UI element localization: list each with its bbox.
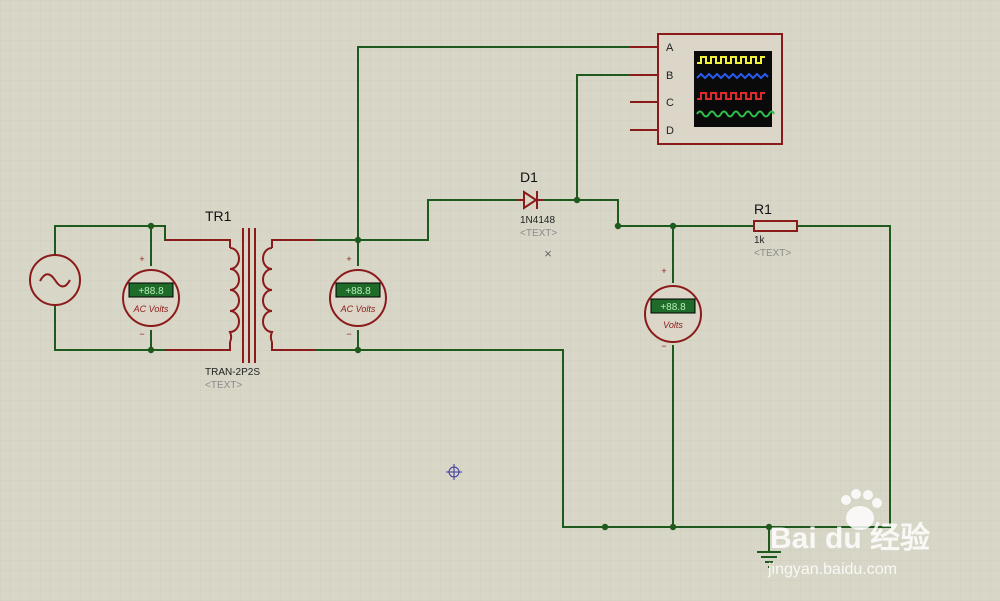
resistor-ref: R1 (754, 201, 772, 217)
scope-channel-a-label: A (666, 42, 674, 54)
watermark-brand: Bai du 经验 (770, 521, 930, 555)
resistor-text-placeholder: <TEXT> (754, 248, 791, 259)
watermark: Bai du 经验 jingyan.baidu.com (767, 489, 930, 578)
ground-icon (757, 551, 781, 568)
scope-channel-d-label: D (666, 125, 674, 137)
trace-d (696, 110, 775, 118)
trace-c (697, 92, 765, 100)
junctions (147, 196, 773, 531)
ac-source-icon[interactable] (29, 254, 81, 306)
meter-minus: − (139, 329, 144, 339)
scope-channel-b-label: B (666, 70, 673, 82)
oscilloscope[interactable]: A B C D (630, 33, 783, 145)
meter-plus: + (139, 254, 144, 264)
meter-minus: − (346, 329, 351, 339)
diode-model: 1N4148 (520, 215, 555, 226)
meter-minus: − (661, 341, 666, 351)
watermark-url: jingyan.baidu.com (767, 561, 897, 578)
scope-channel-c-label: C (666, 97, 674, 109)
diode-text-placeholder: <TEXT> (520, 228, 557, 239)
origin-crosshair-icon (446, 464, 462, 480)
wire-secondary-top (315, 199, 520, 241)
voltmeter-1[interactable]: +88.8 AC Volts + − (122, 254, 180, 339)
trace-a (697, 56, 765, 64)
meter-type-label: AC Volts (340, 304, 376, 314)
wire-scope-b (576, 74, 636, 200)
meter-type-label: AC Volts (133, 304, 169, 314)
transformer-model: TRAN-2P2S (205, 367, 260, 378)
transformer-text-placeholder: <TEXT> (205, 380, 242, 391)
meter-type-label: Volts (663, 320, 683, 330)
voltmeter-3[interactable]: +88.8 Volts + − (644, 266, 702, 351)
diode-d1[interactable] (518, 190, 543, 210)
trace-b (696, 72, 769, 80)
meter-plus: + (346, 254, 351, 264)
transformer-tr1[interactable] (165, 228, 315, 363)
wires (54, 46, 891, 552)
meter-display: +88.8 (138, 286, 164, 297)
transformer-ref: TR1 (205, 208, 232, 224)
resistor-r1[interactable] (753, 220, 798, 232)
meter-display: +88.8 (660, 302, 686, 313)
diode-ref: D1 (520, 169, 538, 185)
wire-scope-a (357, 46, 636, 240)
no-connect-marker-icon: × (544, 246, 552, 261)
wire-return (315, 225, 891, 528)
meter-plus: + (661, 266, 666, 276)
voltmeter-2[interactable]: +88.8 AC Volts + − (329, 254, 387, 339)
paw-logo-icon (841, 489, 882, 530)
resistor-value: 1k (754, 235, 766, 246)
meter-display: +88.8 (345, 286, 371, 297)
